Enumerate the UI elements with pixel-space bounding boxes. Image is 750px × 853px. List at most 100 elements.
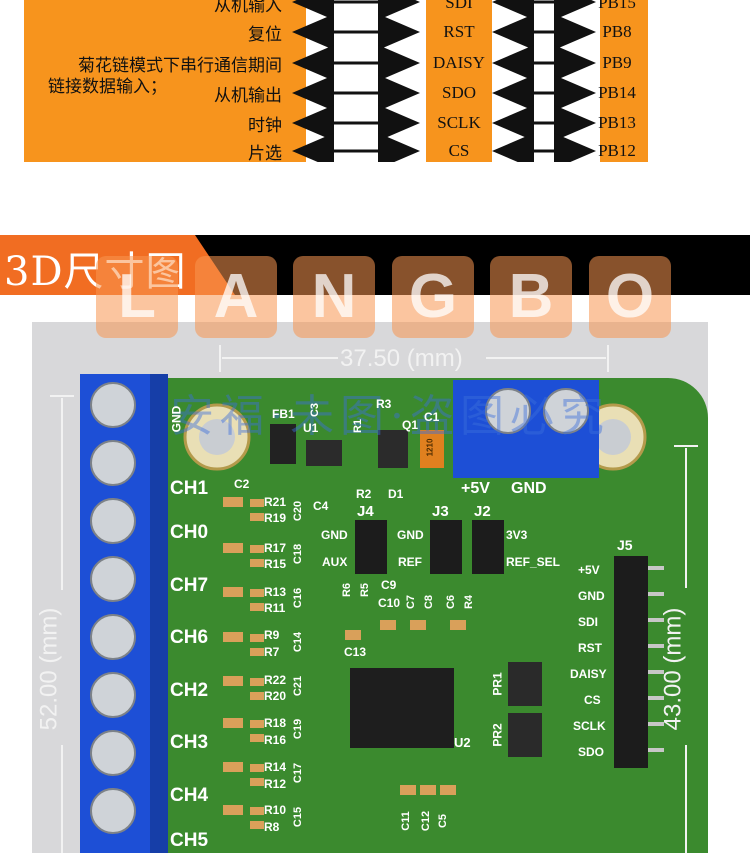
- j4-pin-label: AUX: [322, 555, 348, 569]
- designator: C1: [424, 410, 440, 424]
- signal-column: [426, 0, 492, 162]
- designator: R8: [264, 820, 280, 834]
- watermark-letter: B: [490, 256, 572, 338]
- pr1-array: [508, 662, 542, 706]
- watermark-letter: O: [589, 256, 671, 338]
- channel-label: CH7: [170, 575, 209, 596]
- designator: R16: [264, 733, 287, 747]
- designator: C13: [344, 645, 367, 659]
- power-label-5v: +5V: [461, 480, 490, 497]
- pin-signal: SDO: [441, 83, 476, 102]
- designator: C11: [399, 811, 412, 831]
- terminal-strip-shade: [150, 374, 168, 853]
- designator: PR1: [490, 672, 505, 696]
- j3-label: J3: [432, 503, 449, 520]
- watermark-letter: A: [195, 256, 277, 338]
- designator: R13: [264, 585, 287, 599]
- j3-jumper: [430, 520, 462, 574]
- designator: R7: [264, 645, 280, 659]
- pin-signal: DAISY: [433, 53, 485, 72]
- designator: C19: [292, 718, 305, 740]
- designator: R12: [264, 777, 287, 791]
- c1-capacitor: [420, 430, 444, 468]
- designator: D1: [388, 487, 404, 501]
- designator: R11: [264, 601, 286, 615]
- designator: C10: [378, 596, 401, 610]
- pin-desc: 片选: [248, 144, 282, 164]
- designator: C5: [437, 813, 450, 829]
- designator: R22: [264, 673, 287, 687]
- designator: R14: [264, 760, 287, 774]
- designator: R19: [264, 511, 287, 525]
- j3-pin-label: GND: [397, 528, 424, 542]
- j5-header: [614, 556, 648, 768]
- designator: PR2: [490, 723, 505, 747]
- designator: C21: [292, 675, 305, 697]
- designator: C7: [405, 594, 418, 610]
- designator: C3: [309, 402, 322, 418]
- designator: R21: [264, 495, 287, 509]
- pin-desc: 菊花链模式下串行通信期间: [78, 56, 282, 76]
- designator: C16: [292, 587, 305, 609]
- pr2-array: [508, 713, 542, 757]
- pin-row-daisy: 菊花链模式下串行通信期间 DAISY PB9: [24, 51, 648, 79]
- screw-icon: [90, 672, 136, 718]
- j4-label: J4: [357, 503, 374, 520]
- mount-screw-icon: [595, 419, 631, 455]
- pin-mcu: PB13: [598, 113, 636, 132]
- pin-row-sdo: 从机输出 SDO PB14: [24, 81, 648, 109]
- pin-mcu: PB14: [598, 83, 636, 102]
- designator: C12: [420, 810, 433, 832]
- channel-label: CH2: [170, 680, 209, 701]
- designator: R1: [352, 418, 365, 434]
- watermark-letter: G: [392, 256, 474, 338]
- watermark-letter: N: [293, 256, 375, 338]
- watermark-letter: L: [96, 256, 178, 338]
- pin-mcu: PB8: [602, 22, 632, 41]
- j5-pin-label: SDO: [578, 745, 605, 759]
- pin-signal: SCLK: [437, 113, 481, 132]
- pin-signal: CS: [448, 141, 470, 160]
- designator: C14: [292, 631, 305, 653]
- designator: Q1: [402, 418, 419, 432]
- screw-icon: [485, 388, 531, 434]
- pin-mapping-table: 从机输入 SDI PB15 复位 RST PB8 菊花链模式下串行通信期间 DA…: [24, 0, 648, 164]
- designator: R5: [359, 582, 372, 598]
- q1-chip: [378, 430, 408, 468]
- j5-pin-label: GND: [578, 589, 605, 603]
- pin-mcu: PB15: [598, 0, 636, 12]
- pin-desc: 链接数据输入；: [48, 77, 167, 97]
- j5-pin-label: SDI: [578, 615, 599, 629]
- power-label-gnd: GND: [511, 480, 547, 497]
- dimension-height-left: 52.00 (mm): [35, 607, 63, 731]
- channel-label: CH5: [170, 830, 209, 851]
- pin-desc: 从机输入: [214, 0, 282, 16]
- screw-icon: [90, 382, 136, 428]
- pin-mcu: PB9: [602, 53, 632, 72]
- channel-label: CH6: [170, 627, 209, 648]
- designator: C15: [292, 806, 305, 828]
- j5-pin-label: +5V: [578, 563, 600, 577]
- pin-desc: 复位: [248, 25, 282, 45]
- channel-label: CH3: [170, 732, 209, 753]
- pin-row-sdi: 从机输入 SDI PB15: [24, 0, 648, 19]
- designator: R17: [264, 541, 287, 555]
- fb1-inductor: [270, 424, 296, 464]
- designator: R9: [264, 628, 280, 642]
- designator: U1: [303, 421, 319, 435]
- designator: FB1: [272, 407, 295, 421]
- screw-icon: [543, 388, 589, 434]
- designator: C18: [292, 543, 305, 565]
- cap-marking: 1210: [425, 438, 435, 457]
- j2-label: J2: [474, 503, 491, 520]
- screw-icon: [90, 730, 136, 776]
- u2-adc-chip: [350, 668, 454, 748]
- j4-pin-label: GND: [321, 528, 348, 542]
- pin-row-daisy-cont: 链接数据输入；: [24, 72, 648, 100]
- designator: R3: [376, 397, 392, 411]
- pin-row-sclk: 时钟 SCLK PB13: [24, 111, 648, 139]
- u1-chip: [306, 440, 342, 466]
- designator: R20: [264, 689, 287, 703]
- designator: R2: [356, 487, 372, 501]
- pin-row-cs: 片选 CS PB12: [24, 139, 648, 167]
